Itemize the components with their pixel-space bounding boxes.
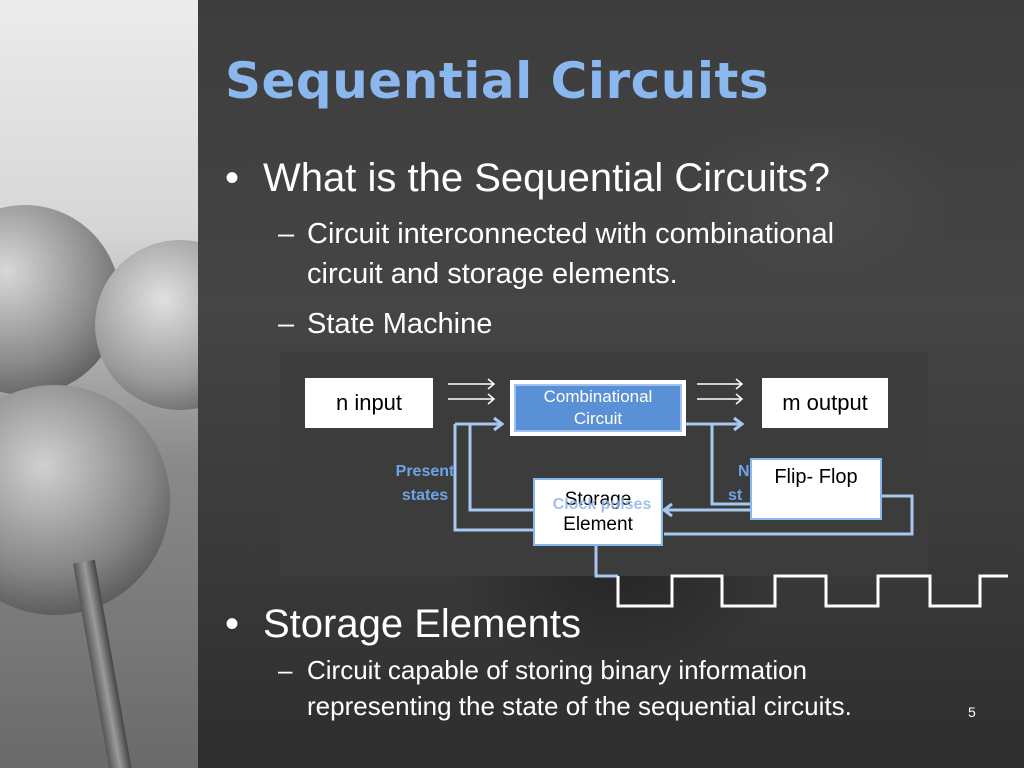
bullet-text: Storage Elements xyxy=(263,602,581,646)
sub-bullet-item: – State Machine xyxy=(278,304,492,344)
present-states-line: Present xyxy=(395,463,455,480)
bullet-item: • Storage Elements xyxy=(225,602,581,647)
m-output-label: m output xyxy=(782,390,868,415)
slide-title: Sequential Circuits xyxy=(225,52,770,110)
bullet-glyph: • xyxy=(225,602,240,646)
decorative-photo-strip xyxy=(0,0,198,768)
bullet-glyph: • xyxy=(225,156,240,200)
sub-bullet-glyph: – xyxy=(278,308,295,340)
combinational-circuit-box: Combinational Circuit xyxy=(510,380,686,436)
sub-bullet-text-line: representing the state of the sequential… xyxy=(307,691,852,721)
sub-bullet-text-line: State Machine xyxy=(307,308,493,340)
sub-bullet-item: – Circuit interconnected with combinatio… xyxy=(278,214,834,294)
combinational-circuit-fill: Combinational Circuit xyxy=(514,384,682,432)
n-input-label: n input xyxy=(335,390,403,415)
sub-bullet-text-line: Circuit interconnected with combinationa… xyxy=(307,218,835,250)
combinational-label-line: Circuit xyxy=(573,409,623,428)
next-states-label: N st xyxy=(728,460,754,508)
bullet-item: • What is the Sequential Circuits? xyxy=(225,156,830,201)
m-output-box: m output xyxy=(762,378,888,428)
storage-label-line: Storage xyxy=(564,489,632,510)
sub-bullet-text-line: Circuit capable of storing binary inform… xyxy=(307,655,808,685)
storage-element-box: Storage Element xyxy=(533,478,663,546)
flip-flop-label: Flip- Flop xyxy=(774,466,858,488)
next-states-line: N xyxy=(738,463,750,480)
sub-bullet-text-line: circuit and storage elements. xyxy=(307,258,678,290)
bullet-text: What is the Sequential Circuits? xyxy=(263,156,830,200)
sub-bullet-glyph: – xyxy=(278,655,293,685)
sub-bullet-glyph: – xyxy=(278,218,295,250)
present-states-line: states xyxy=(401,487,449,504)
clock-pulses-text: Clock pulses xyxy=(552,496,652,513)
present-states-label: Present states xyxy=(386,460,464,508)
page-number: 5 xyxy=(968,704,976,720)
sub-bullet-item: – Circuit capable of storing binary info… xyxy=(278,652,852,724)
clock-pulses-label: Clock pulses xyxy=(537,493,667,517)
n-input-box: n input xyxy=(305,378,433,428)
next-states-line: st xyxy=(728,487,743,504)
flip-flop-box: Flip- Flop xyxy=(750,458,882,520)
combinational-label-line: Combinational xyxy=(543,387,653,406)
storage-label-line: Element xyxy=(563,514,633,535)
